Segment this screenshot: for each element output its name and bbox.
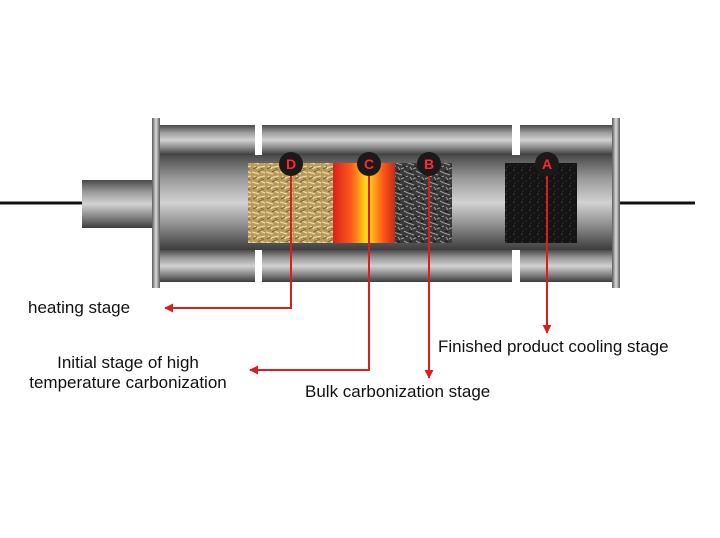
right-end-ring [612, 118, 620, 288]
arrow-heating [164, 165, 292, 313]
label-heating-stage: heating stage [28, 298, 131, 317]
housing-top-right [520, 125, 615, 155]
housing-top-middle [262, 125, 512, 155]
marker-c: C [357, 152, 381, 176]
inlet-pipe [82, 180, 157, 228]
zone-carbonizing [395, 163, 452, 243]
label-bulk-stage: Bulk carbonization stage [305, 382, 491, 401]
marker-d: D [279, 152, 303, 176]
housing-bottom-right [520, 250, 615, 282]
arrow-initial [249, 165, 370, 375]
label-initial-stage: Initial stage of high temperature carbon… [8, 353, 248, 393]
marker-b: B [417, 152, 441, 176]
zone-finished-char [505, 163, 577, 243]
marker-b-letter: B [424, 156, 434, 172]
housing-bottom-middle [262, 250, 512, 282]
marker-c-letter: C [364, 156, 374, 172]
label-initial-line2: temperature carbonization [29, 373, 227, 392]
label-cooling-stage: Finished product cooling stage [438, 337, 669, 356]
marker-a-letter: A [542, 156, 552, 172]
zone-hot [333, 163, 395, 243]
marker-d-letter: D [286, 156, 296, 172]
left-end-ring [152, 118, 160, 288]
label-initial-line1: Initial stage of high [57, 353, 199, 372]
housing-top-left [157, 125, 255, 155]
marker-a: A [535, 152, 559, 176]
housing-bottom-left [157, 250, 255, 282]
